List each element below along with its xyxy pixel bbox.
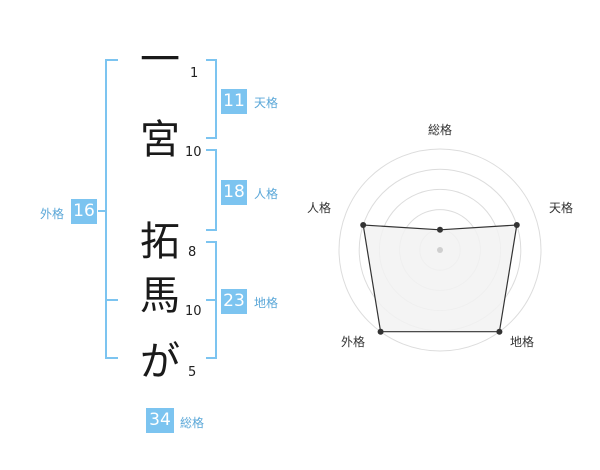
radar-polygon xyxy=(362,224,518,333)
gaikaku-value: 16 xyxy=(71,199,97,224)
tenkaku-value: 11 xyxy=(221,89,247,114)
jinkaku-label: 人格 xyxy=(254,187,279,201)
stroke-count-4: 10 xyxy=(185,304,202,319)
name-char-2: 宮 xyxy=(140,117,180,163)
tenkaku-label: 天格 xyxy=(254,96,279,110)
stroke-count-1: 1 xyxy=(190,66,199,81)
jinkaku-bracket xyxy=(206,149,217,231)
radar-ring-5 xyxy=(338,148,542,352)
name-char-1: 一 xyxy=(140,37,180,83)
stroke-count-2: 10 xyxy=(185,145,202,160)
tenkaku-bracket xyxy=(206,59,217,139)
chikaku-value: 23 xyxy=(221,289,247,314)
name-char-3: 拓 xyxy=(140,219,180,265)
radar-label-jinkaku: 人格 xyxy=(307,201,332,215)
radar-point-0 xyxy=(437,226,443,233)
soukaku-value: 34 xyxy=(146,408,174,433)
radar-chart xyxy=(338,148,542,352)
name-char-5: が xyxy=(140,339,180,385)
chikaku-label: 地格 xyxy=(254,296,279,310)
radar-label-soukaku: 総格 xyxy=(428,123,453,137)
radar-label-tenkaku: 天格 xyxy=(549,201,574,215)
name-char-4: 馬 xyxy=(140,273,180,319)
radar-point-3 xyxy=(377,328,384,335)
radar-point-2 xyxy=(496,328,503,335)
gaikaku-bracket xyxy=(105,59,118,359)
radar-label-chikaku: 地格 xyxy=(510,335,535,349)
stroke-count-5: 5 xyxy=(188,365,197,380)
radar-point-4 xyxy=(360,222,367,228)
radar-point-1 xyxy=(513,222,520,228)
radar-center xyxy=(437,247,443,253)
gaikaku-label: 外格 xyxy=(40,207,65,221)
soukaku-label: 総格 xyxy=(180,416,205,430)
stroke-count-3: 8 xyxy=(188,245,197,260)
radar-label-gaikaku: 外格 xyxy=(341,335,366,349)
jinkaku-value: 18 xyxy=(221,180,247,205)
